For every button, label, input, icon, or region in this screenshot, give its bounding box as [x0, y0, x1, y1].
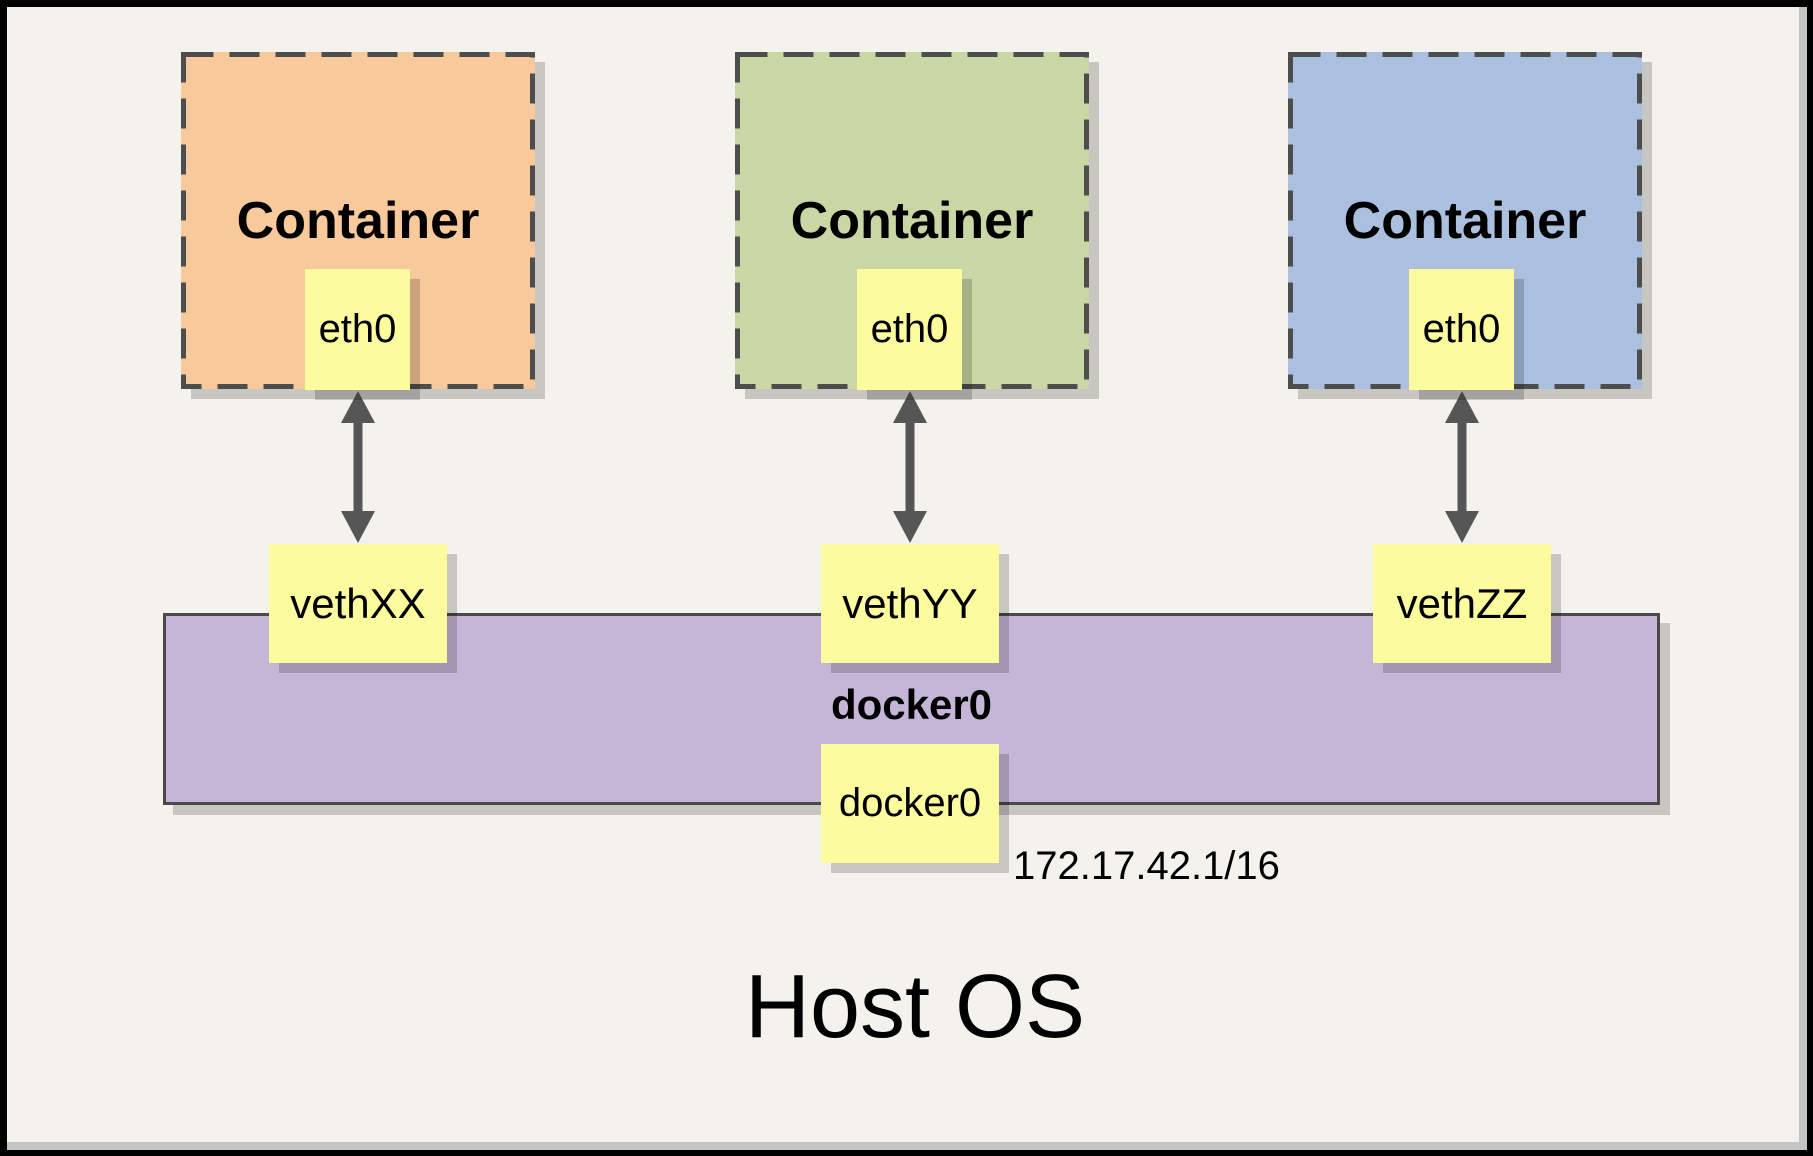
docker0-interface-label: docker0	[838, 781, 982, 825]
eth0-label-1: eth0	[318, 307, 397, 351]
vethyy-label: vethYY	[842, 579, 978, 627]
vethzz-label: vethZZ	[1396, 579, 1528, 627]
docker0-interface-note: docker0	[821, 744, 999, 863]
diagram-canvas: Container Container Container docker0	[7, 7, 1799, 1142]
container-2-title: Container	[790, 191, 1034, 250]
host-os-title: Host OS	[744, 957, 1086, 1057]
eth0-label-2: eth0	[870, 307, 949, 351]
arrow-container2-veth	[893, 391, 927, 543]
eth0-label-3: eth0	[1422, 307, 1501, 351]
vethyy-note: vethYY	[821, 544, 999, 663]
eth0-note-2: eth0	[857, 269, 962, 390]
container-1-title: Container	[236, 191, 480, 250]
arrow-container1-veth	[341, 391, 375, 543]
vethzz-note: vethZZ	[1373, 544, 1551, 663]
vethxx-note: vethXX	[269, 544, 447, 663]
arrow-container3-veth	[1445, 391, 1479, 543]
docker0-bridge-title: docker0	[830, 681, 993, 728]
eth0-note-1: eth0	[305, 269, 410, 390]
docker0-ip-address: 172.17.42.1/16	[1013, 844, 1280, 888]
eth0-note-3: eth0	[1409, 269, 1514, 390]
vethxx-label: vethXX	[290, 579, 426, 627]
container-3-title: Container	[1343, 191, 1587, 250]
